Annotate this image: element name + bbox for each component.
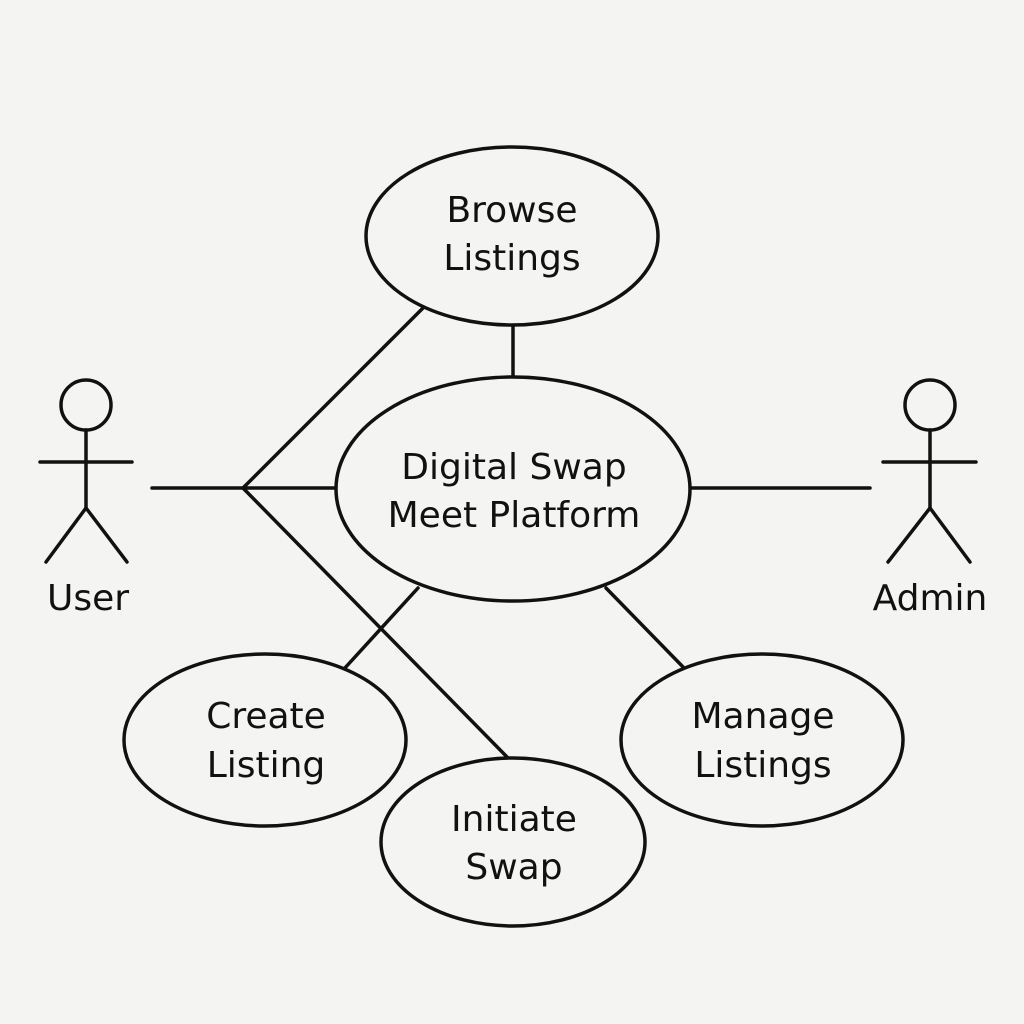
initiate-swap-line1: Initiate	[451, 799, 577, 840]
use-case-create-listing: Create Listing	[122, 652, 408, 828]
platform-line2: Meet Platform	[388, 495, 641, 536]
manage-listings-line1: Manage	[692, 696, 835, 737]
manage-listings-ellipse	[619, 652, 905, 828]
initiate-swap-ellipse	[379, 756, 647, 928]
use-case-browse-listings: Browse Listings	[364, 145, 660, 327]
user-label: User	[47, 578, 129, 619]
use-case-platform: Digital Swap Meet Platform	[334, 375, 692, 603]
admin-left-leg	[886, 506, 932, 564]
admin-head	[903, 378, 957, 432]
create-listing-line1: Create	[206, 696, 326, 737]
platform-ellipse	[334, 375, 692, 603]
admin-actor: Admin	[873, 378, 988, 619]
platform-line1: Digital Swap	[401, 447, 626, 488]
use-case-manage-listings: Manage Listings	[619, 652, 905, 828]
create-listing-ellipse	[122, 652, 408, 828]
platform-to-create-line	[342, 586, 420, 671]
manage-listings-line2: Listings	[694, 745, 831, 786]
platform-to-manage-line	[604, 586, 687, 671]
admin-right-leg	[928, 506, 972, 564]
create-listing-line2: Listing	[207, 745, 326, 786]
user-right-leg	[84, 506, 129, 564]
browse-listings-ellipse	[364, 145, 660, 327]
browse-listings-line2: Listings	[443, 238, 580, 279]
user-actor: User	[38, 378, 134, 619]
user-to-initiate-swap-line	[241, 486, 512, 762]
user-to-browse-line	[241, 305, 426, 490]
user-left-leg	[44, 506, 88, 564]
use-case-initiate-swap: Initiate Swap	[379, 756, 647, 928]
browse-listings-line1: Browse	[446, 190, 577, 231]
initiate-swap-line2: Swap	[465, 847, 562, 888]
admin-label: Admin	[873, 578, 988, 619]
connectors	[150, 305, 872, 762]
user-head	[59, 378, 113, 432]
